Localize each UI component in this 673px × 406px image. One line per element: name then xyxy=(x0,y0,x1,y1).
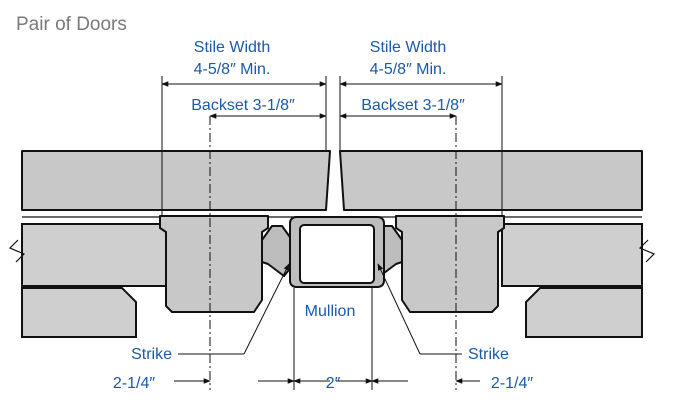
mullion-inner xyxy=(299,224,375,284)
strike-left-label: Strike xyxy=(131,346,172,363)
stile-width-right-label: Stile Width xyxy=(370,39,446,56)
right-frame-bottom xyxy=(525,287,643,338)
diagram-title: Pair of Doors xyxy=(16,14,127,35)
bottom-dim-right-label: 2-1/4″ xyxy=(491,375,533,392)
right-break-symbol xyxy=(638,239,656,263)
stile-width-left-label: Stile Width xyxy=(194,39,270,56)
left-door-slab xyxy=(21,150,331,211)
backset-right-label: Backset 3-1/8″ xyxy=(361,97,465,114)
strike-left-leader xyxy=(243,263,290,355)
bottom-dim-left-label: 2-1/4″ xyxy=(113,375,155,392)
left-break-symbol xyxy=(8,239,26,263)
left-strike-hardware xyxy=(261,225,293,277)
mullion-label: Mullion xyxy=(305,303,356,320)
bottom-dim-center-label: 2″ xyxy=(326,375,341,392)
left-stile xyxy=(159,215,269,313)
stile-width-left-value: 4-5/8″ Min. xyxy=(194,61,271,78)
right-door-slab xyxy=(339,150,643,211)
strike-right-label: Strike xyxy=(468,346,509,363)
right-frame-rail xyxy=(501,223,643,287)
left-frame-rail xyxy=(21,223,171,287)
backset-left-label: Backset 3-1/8″ xyxy=(191,97,295,114)
strike-right-leader xyxy=(377,263,421,355)
stile-width-right-value: 4-5/8″ Min. xyxy=(370,61,447,78)
left-frame-bottom xyxy=(21,287,137,338)
right-stile xyxy=(395,215,505,313)
